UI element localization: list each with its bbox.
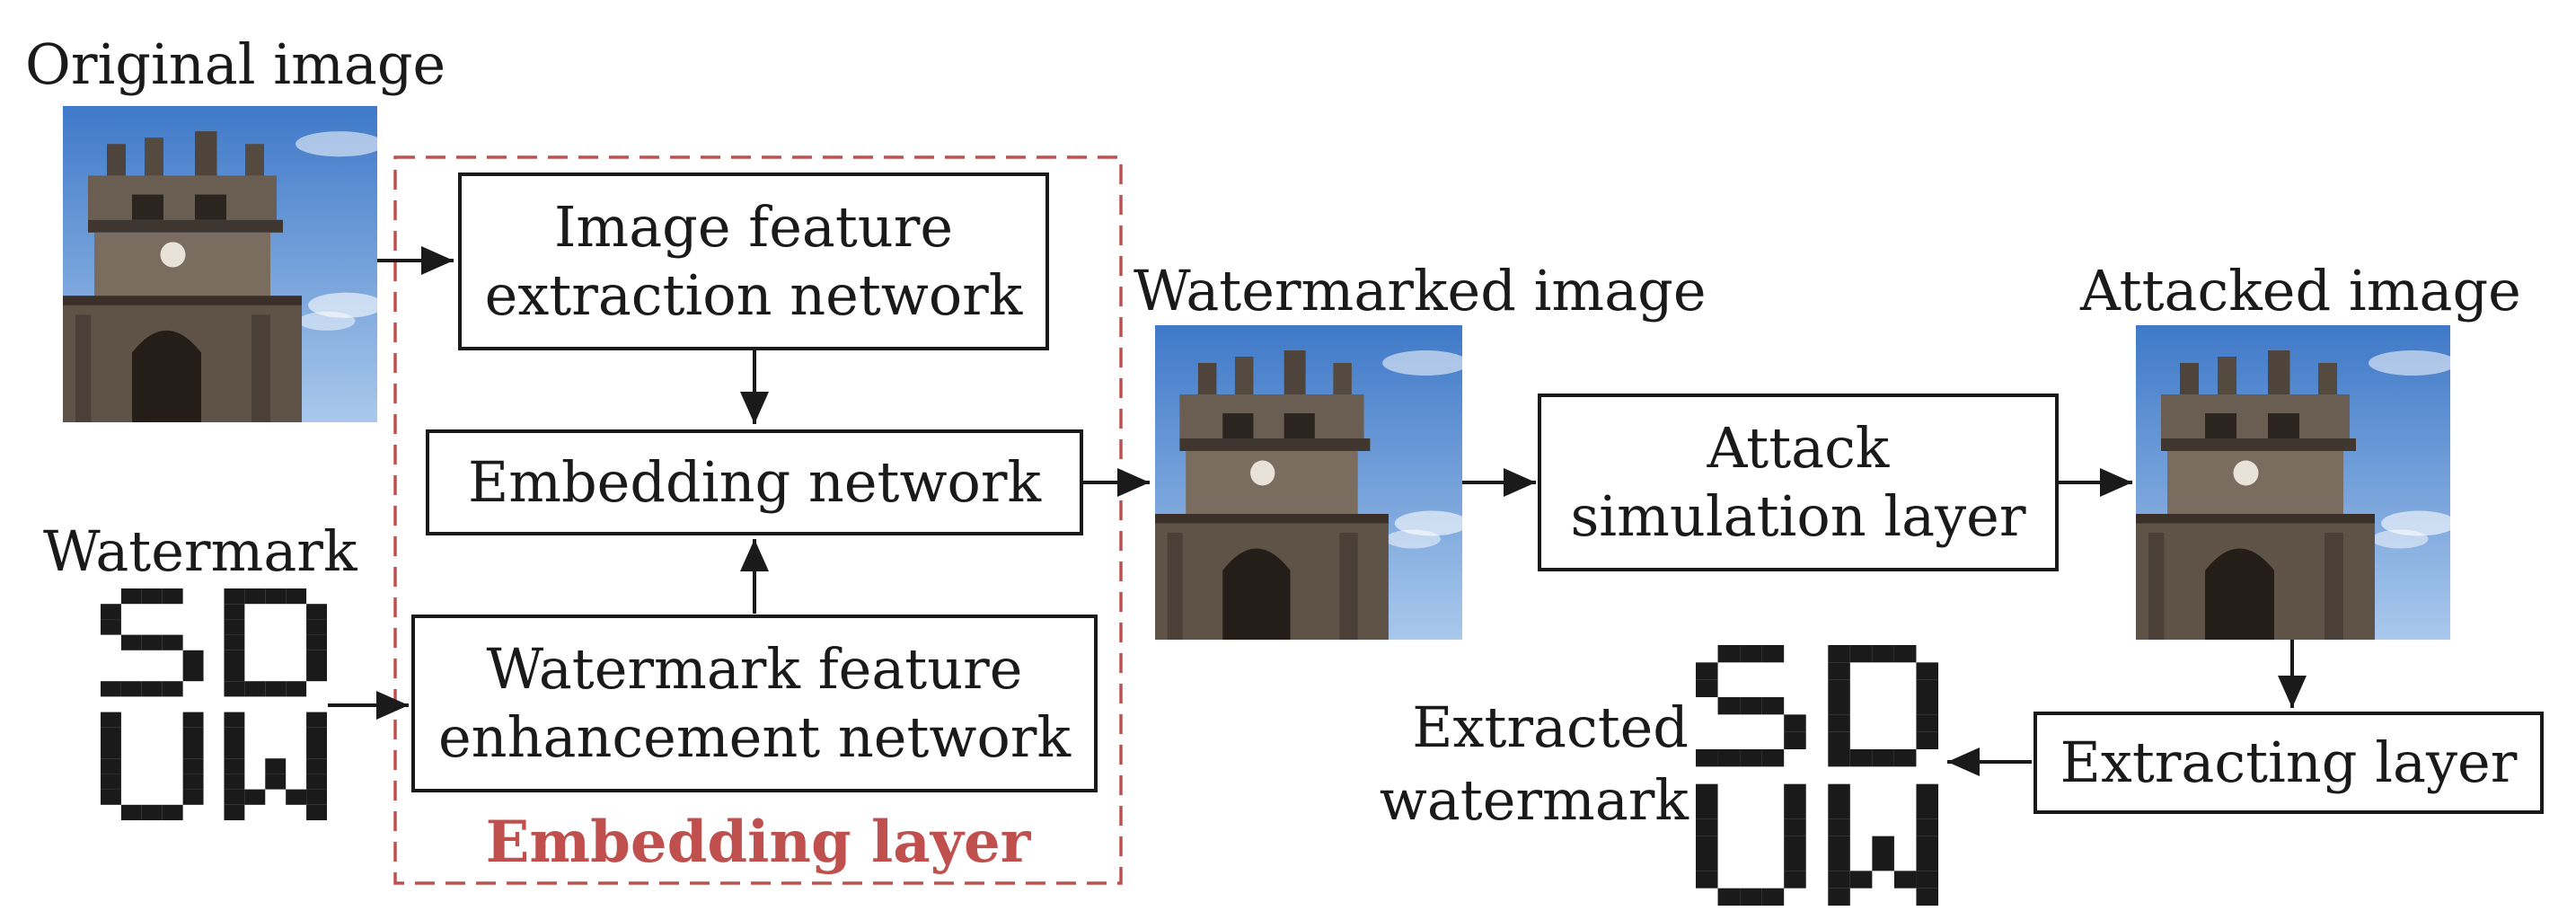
original-image-label: Original image — [25, 31, 446, 97]
watermarked-image-photo — [1155, 325, 1462, 640]
image-feature-extraction-box: Image feature extraction network — [458, 172, 1049, 350]
watermark-glyph-image — [101, 588, 327, 820]
extracted-watermark-label: Extracted watermark — [1379, 694, 1689, 833]
attacked-image-label: Attacked image — [2080, 258, 2521, 323]
extracted-watermark-glyph-image — [1696, 645, 1938, 906]
attacked-image-photo — [2136, 325, 2450, 640]
watermark-label: Watermark — [43, 518, 357, 584]
original-image-photo — [63, 106, 377, 422]
extracting-layer-box: Extracting layer — [2033, 712, 2544, 814]
attack-simulation-box: Attack simulation layer — [1538, 394, 2059, 571]
embedding-layer-title: Embedding layer — [485, 809, 1031, 876]
watermark-feature-enhancement-box: Watermark feature enhancement network — [411, 615, 1098, 792]
embedding-layer-group-outline — [393, 155, 1123, 885]
watermarked-image-label: Watermarked image — [1134, 258, 1707, 323]
embedding-network-box: Embedding network — [426, 429, 1083, 535]
